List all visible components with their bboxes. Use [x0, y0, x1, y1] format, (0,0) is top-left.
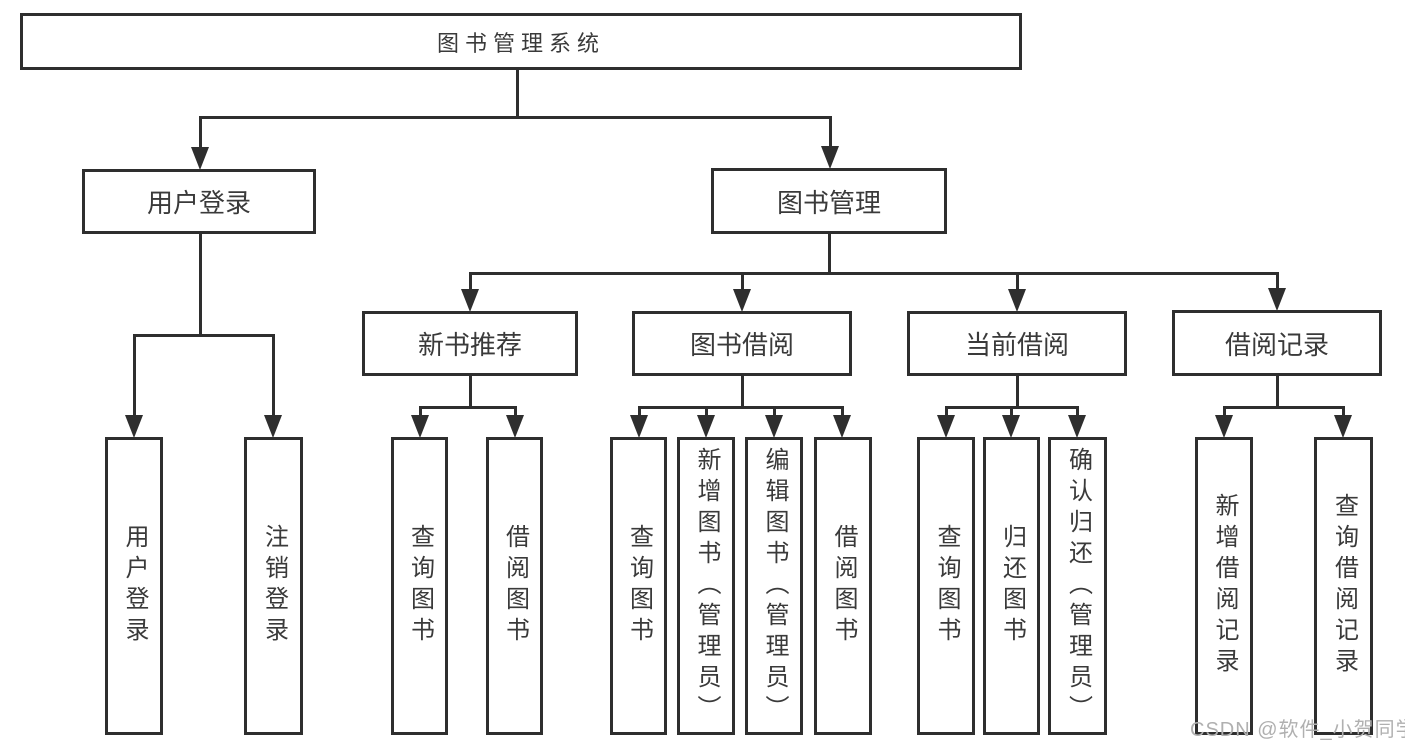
- arrowhead-down-icon: [1268, 288, 1286, 311]
- node-label: 查询借阅记录: [1330, 493, 1358, 679]
- connector-hline: [468, 271, 1279, 275]
- arrowhead-down-icon: [833, 415, 851, 438]
- connector-hline: [198, 115, 832, 119]
- leaf-borrow-books-2: 借阅图书: [814, 437, 872, 735]
- arrowhead-down-icon: [937, 415, 955, 438]
- arrowhead-down-icon: [191, 147, 209, 170]
- node-label: 借阅图书: [501, 524, 529, 648]
- connector-hline: [1222, 405, 1345, 409]
- connector-vline: [515, 69, 519, 119]
- arrowhead-down-icon: [765, 415, 783, 438]
- node-label: 当前借阅: [964, 330, 1069, 360]
- arrowhead-down-icon: [125, 415, 143, 438]
- node-label: 用户登录: [121, 524, 148, 648]
- arrowhead-down-icon: [821, 146, 839, 169]
- connector-vline: [637, 406, 641, 417]
- leaf-query-books-2: 查询图书: [610, 437, 667, 735]
- connector-vline: [827, 233, 831, 274]
- connector-vline: [198, 233, 202, 336]
- leaf-user-login: 用户登录: [105, 437, 163, 735]
- leaf-edit-book-admin: 编辑图书（管理员）: [745, 437, 803, 735]
- leaf-confirm-return-admin: 确认归还（管理员）: [1048, 437, 1107, 735]
- connector-vline: [468, 272, 472, 291]
- node-label: 新书推荐: [417, 330, 522, 360]
- node-label: 归还图书: [998, 524, 1026, 648]
- node-current-borrowing: 当前借阅: [907, 311, 1127, 376]
- connector-vline: [1341, 406, 1345, 417]
- leaf-add-book-admin: 新增图书（管理员）: [677, 437, 735, 735]
- connector-vline: [418, 406, 422, 417]
- connector-vline: [513, 406, 517, 417]
- arrowhead-down-icon: [411, 415, 429, 438]
- connector-vline: [740, 272, 744, 291]
- arrowhead-down-icon: [630, 415, 648, 438]
- node-label: 注销登录: [260, 524, 288, 648]
- arrowhead-down-icon: [1068, 415, 1086, 438]
- leaf-borrow-books-1: 借阅图书: [486, 437, 543, 735]
- connector-vline: [1009, 406, 1013, 417]
- node-label: 查询图书: [406, 524, 434, 648]
- node-label: 查询图书: [933, 524, 960, 648]
- arrowhead-down-icon: [506, 415, 524, 438]
- node-label: 新增借阅记录: [1211, 493, 1238, 679]
- connector-hline: [944, 405, 1079, 409]
- arrowhead-down-icon: [1215, 415, 1233, 438]
- connector-vline: [271, 334, 275, 417]
- node-library-system: 图书管理系统: [20, 13, 1022, 70]
- node-user-login-branch: 用户登录: [82, 169, 316, 234]
- arrowhead-down-icon: [461, 289, 479, 312]
- leaf-return-books: 归还图书: [983, 437, 1040, 735]
- node-borrowing-records: 借阅记录: [1172, 310, 1382, 376]
- connector-vline: [944, 406, 948, 417]
- connector-vline: [468, 376, 472, 408]
- node-label: 借阅记录: [1224, 329, 1329, 360]
- connector-vline: [740, 376, 744, 408]
- connector-vline: [828, 117, 832, 148]
- connector-vline: [198, 117, 202, 149]
- arrowhead-down-icon: [264, 415, 282, 438]
- node-label: 图书管理系统: [436, 30, 605, 56]
- csdn-watermark: CSDN @软件_小贺同学: [1190, 719, 1405, 741]
- node-label: 用户登录: [146, 188, 251, 218]
- connector-vline: [1275, 272, 1279, 290]
- arrowhead-down-icon: [1334, 415, 1352, 438]
- node-book-management: 图书管理: [711, 168, 947, 234]
- connector-vline: [1015, 376, 1019, 408]
- leaf-query-books-1: 查询图书: [391, 437, 448, 735]
- arrowhead-down-icon: [1002, 415, 1020, 438]
- node-label: 新增图书（管理员）: [693, 446, 720, 726]
- arrowhead-down-icon: [697, 415, 715, 438]
- leaf-query-books-3: 查询图书: [917, 437, 975, 735]
- node-book-borrowing: 图书借阅: [632, 311, 852, 376]
- connector-vline: [1222, 406, 1226, 417]
- leaf-query-borrow-record: 查询借阅记录: [1314, 437, 1373, 735]
- node-label: 编辑图书（管理员）: [761, 446, 788, 726]
- connector-vline: [1275, 375, 1279, 408]
- connector-hline: [418, 405, 517, 409]
- connector-vline: [840, 406, 844, 417]
- node-label: 图书管理: [776, 187, 881, 218]
- connector-hline: [132, 333, 275, 337]
- node-label: 确认归还（管理员）: [1064, 446, 1092, 726]
- arrowhead-down-icon: [733, 289, 751, 312]
- connector-vline: [704, 406, 708, 417]
- connector-vline: [132, 334, 136, 417]
- connector-vline: [1075, 406, 1079, 417]
- leaf-add-borrow-record: 新增借阅记录: [1195, 437, 1253, 735]
- node-label: 借阅图书: [830, 524, 857, 648]
- leaf-logout-login: 注销登录: [244, 437, 303, 735]
- connector-hline: [637, 405, 844, 409]
- node-new-book-recommendation: 新书推荐: [362, 311, 578, 376]
- node-label: 查询图书: [625, 524, 653, 648]
- connector-vline: [772, 406, 776, 417]
- node-label: 图书借阅: [689, 330, 794, 360]
- connector-vline: [1015, 272, 1019, 291]
- arrowhead-down-icon: [1008, 289, 1026, 312]
